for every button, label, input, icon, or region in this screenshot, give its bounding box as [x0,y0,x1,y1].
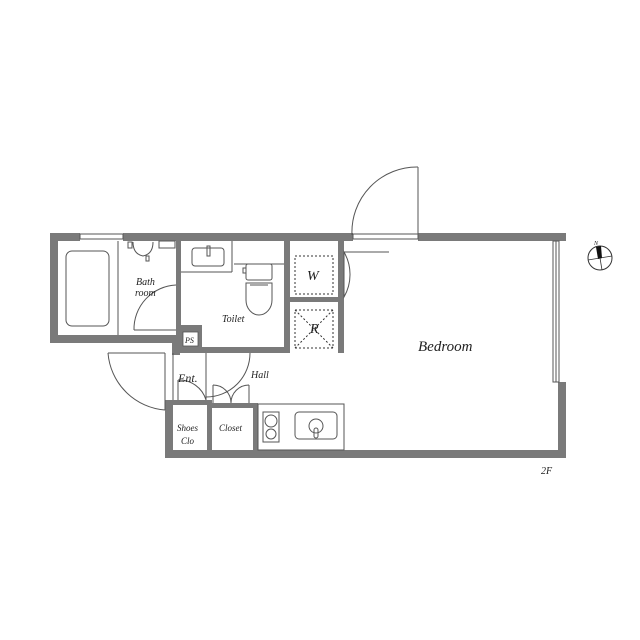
bathroom [58,240,177,335]
toilet-icon [245,282,273,316]
kitchen-sink-icon [294,411,338,440]
floor-label: 2F [541,466,553,477]
entrance-label: Ent. [177,371,198,385]
basin-icon [132,241,154,257]
shoes-label-1: Shoes [177,423,198,433]
ps-label: PS [184,336,194,345]
walls [50,233,566,458]
balcony-door [351,166,419,236]
washer-space [294,255,334,295]
windows [79,233,560,383]
stove-icon [262,411,280,443]
bath-label-2: room [135,288,156,299]
sink-icon [191,247,225,267]
entrance-hall [107,352,251,411]
bath-label-1: Bath [136,277,155,288]
bath-door-swing [133,284,177,331]
compass-north-label: N [593,241,599,247]
bathtub-icon [65,250,110,327]
shoes-label-2: Clo [181,436,195,446]
washer-label: W [307,269,320,284]
bedroom-door [343,250,389,299]
toilet-room [181,241,284,316]
bedroom-label: Bedroom [418,339,473,355]
closet-label: Closet [219,423,243,433]
fridge-label: R [309,322,319,337]
fridge-space [294,309,334,349]
hall-label: Hall [250,370,269,381]
washer-fridge [294,255,334,349]
toilet-label: Toilet [222,314,245,325]
kitchen [257,403,345,451]
ps-box [182,331,199,347]
compass-icon: N [587,241,613,271]
